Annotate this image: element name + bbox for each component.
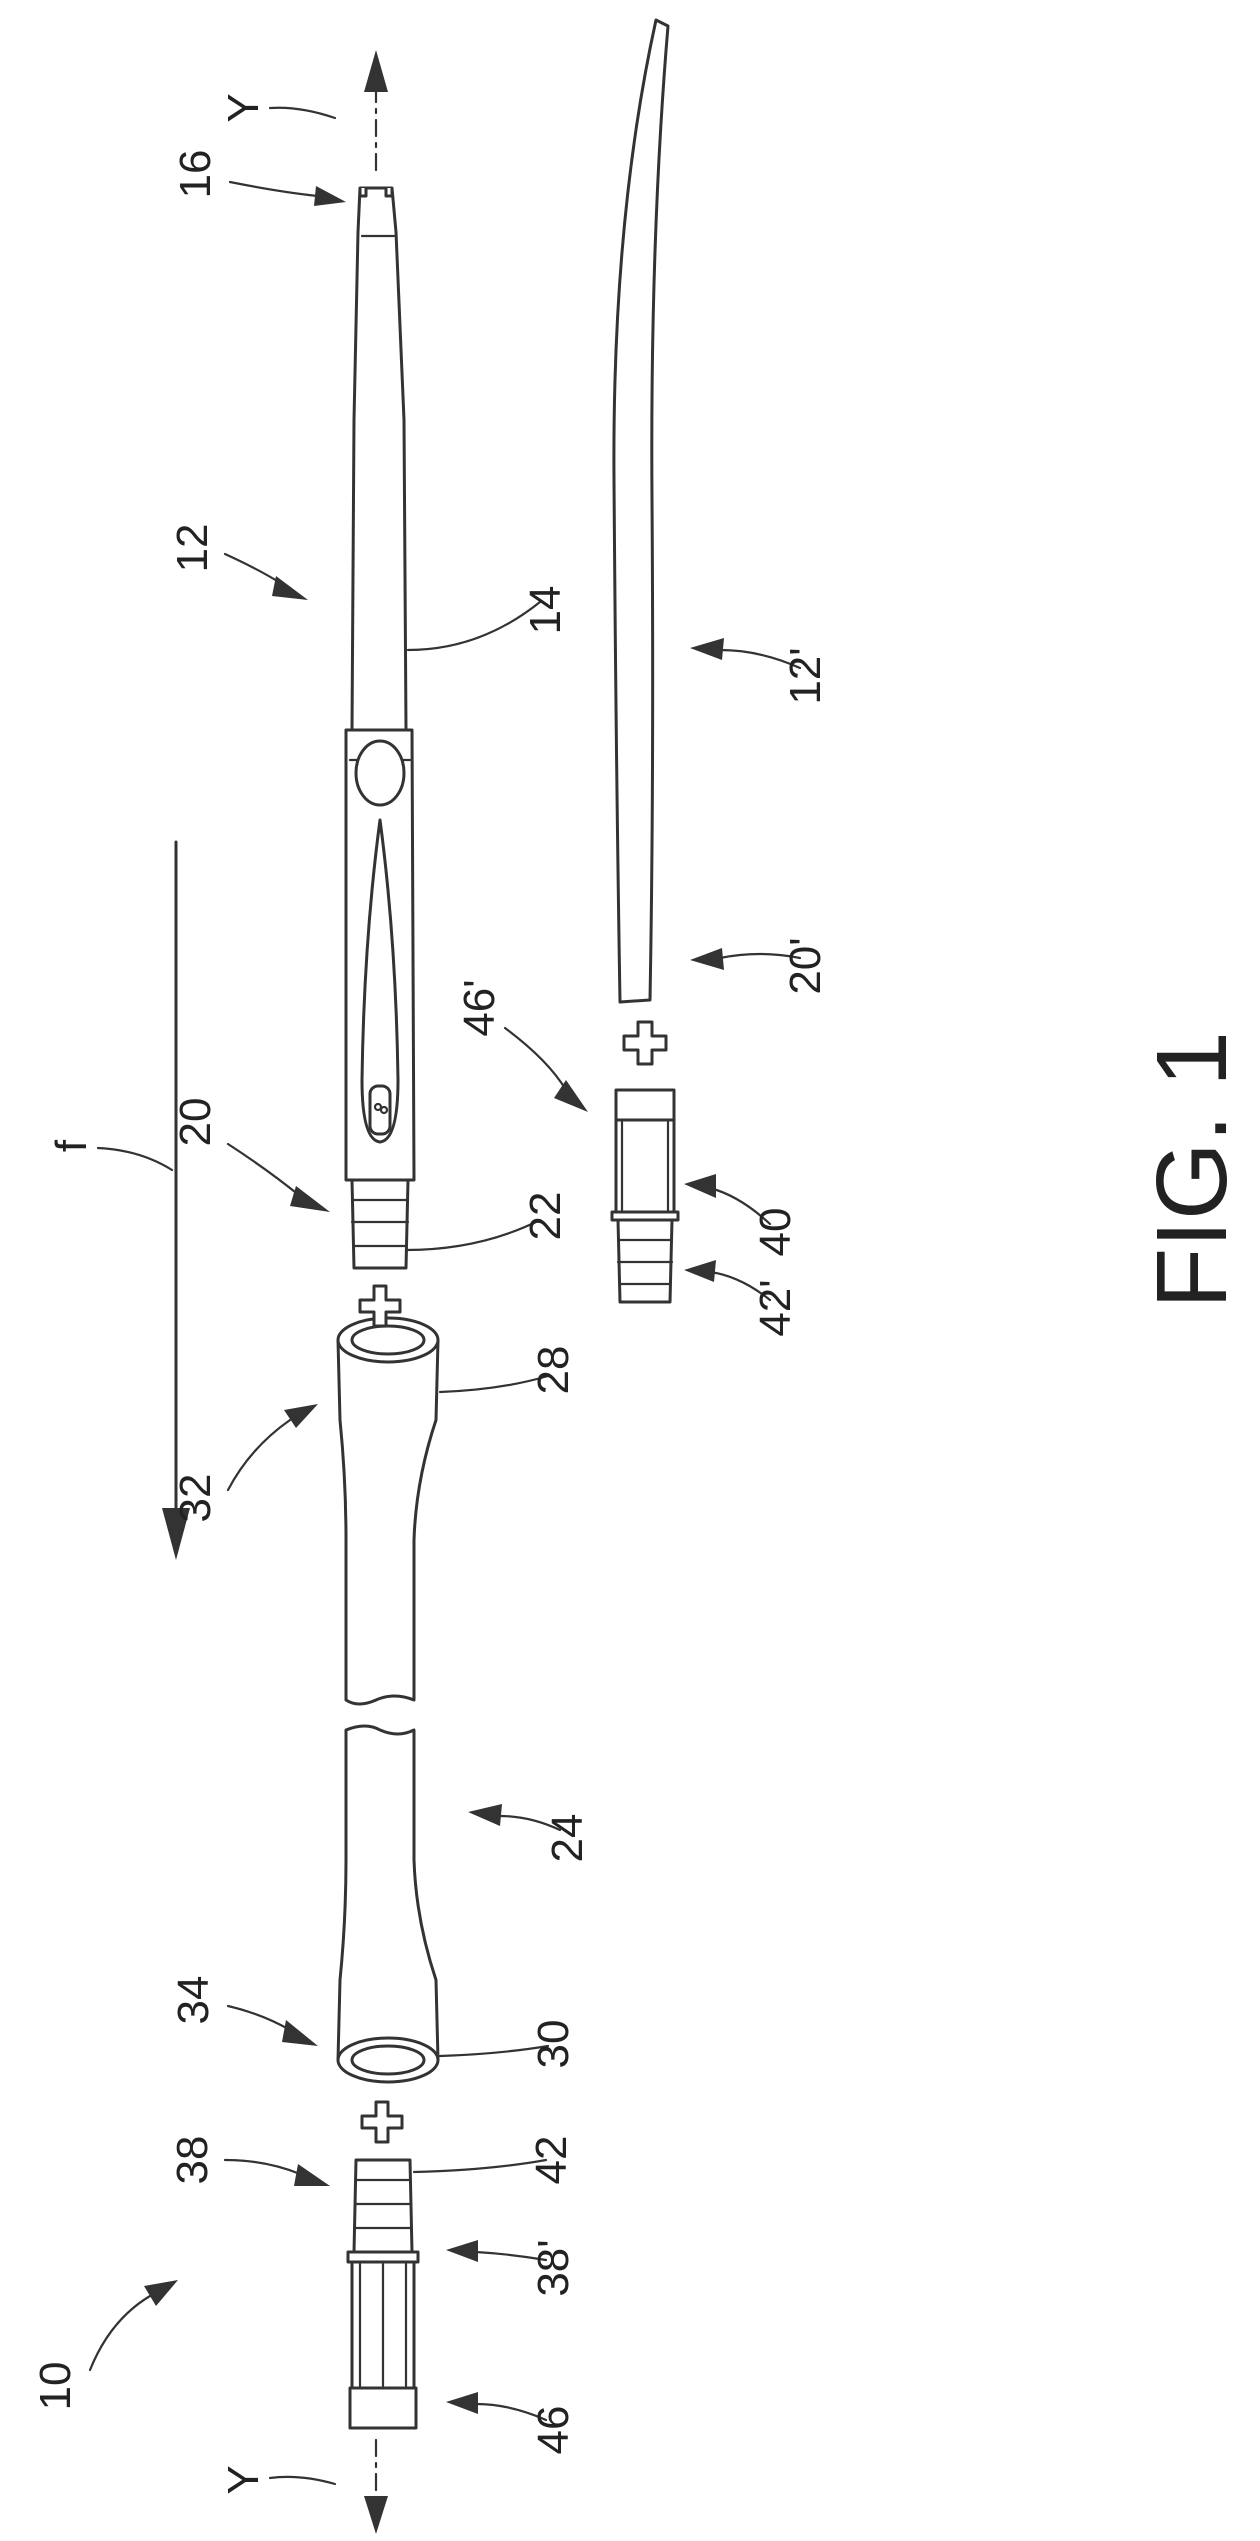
leader-lines bbox=[90, 182, 800, 2420]
ref-46: 46 bbox=[529, 2406, 578, 2455]
barbed-connector-22 bbox=[352, 1180, 408, 1268]
ref-22: 22 bbox=[521, 1192, 570, 1241]
ref-42prime: 42' bbox=[751, 1279, 800, 1336]
ref-32: 32 bbox=[171, 1474, 220, 1523]
axis-y-top: Y bbox=[219, 50, 388, 170]
tip-body-12 bbox=[346, 188, 414, 1268]
axis-label-bottom: Y bbox=[219, 2465, 268, 2494]
axis-arrowhead-icon bbox=[364, 50, 388, 92]
plus-sign bbox=[362, 2102, 402, 2142]
ref-20: 20 bbox=[171, 1098, 220, 1147]
connector-38prime bbox=[612, 1090, 678, 1302]
ref-30: 30 bbox=[529, 2020, 578, 2069]
ref-38: 38' bbox=[529, 2239, 578, 2296]
ref-28: 28 bbox=[529, 1346, 578, 1395]
ref-12: 12 bbox=[168, 524, 217, 573]
tip-notch bbox=[360, 188, 366, 196]
ref-40: 38 bbox=[168, 2136, 217, 2185]
flow-direction-arrow: f bbox=[47, 842, 190, 1560]
reference-numerals: 16 12 14 12' 20' 46' 20 22 40 42' 28 32 … bbox=[31, 150, 830, 2455]
ref-10: 10 bbox=[31, 2362, 80, 2411]
flow-label: f bbox=[47, 1139, 96, 1152]
tube-24 bbox=[338, 1318, 438, 2082]
axis-y-bottom: Y bbox=[219, 2440, 388, 2534]
barbed-connector-42 bbox=[354, 2160, 412, 2252]
figure-caption: FIG. 1 bbox=[1136, 1031, 1248, 1309]
axis-arrowhead-icon bbox=[364, 2496, 388, 2534]
axis-label-top: Y bbox=[219, 93, 268, 122]
ref-42: 42 bbox=[527, 2136, 576, 2185]
ref-12prime: 12' bbox=[781, 647, 830, 704]
curved-tip-12prime bbox=[614, 20, 668, 1002]
ref-24: 24 bbox=[543, 1814, 592, 1863]
ref-14: 14 bbox=[521, 586, 570, 635]
connector-38 bbox=[348, 2160, 418, 2428]
ref-20prime: 20' bbox=[781, 937, 830, 994]
tip-notch bbox=[386, 188, 392, 196]
plus-sign bbox=[624, 1022, 666, 1064]
handle-window bbox=[356, 741, 404, 805]
ref-34: 34 bbox=[169, 1976, 218, 2025]
ref-38prime: 40 bbox=[751, 1208, 800, 1257]
ref-16: 16 bbox=[171, 150, 220, 199]
ref-46prime: 46' bbox=[455, 979, 504, 1036]
